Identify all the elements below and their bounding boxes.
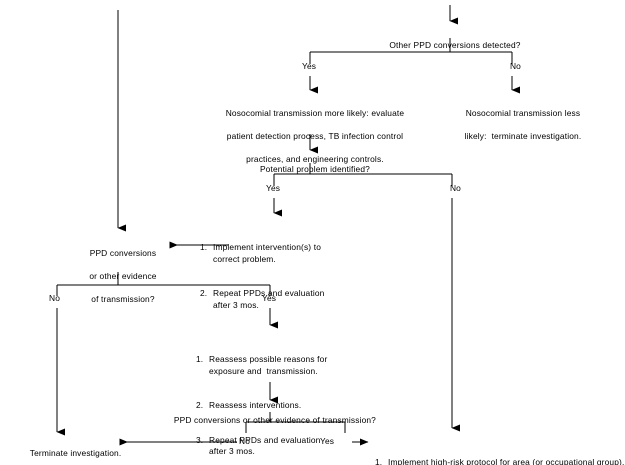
node-text: PPD conversions or other evidence of tra… — [173, 414, 377, 425]
list-item-line-1: Repeat PPDs and evaluation — [213, 288, 325, 298]
node-text-line-2: patient detection process, TB infection … — [226, 130, 404, 141]
node-terminate-investigation: Terminate investigation. — [20, 436, 121, 465]
node-text-line-3: practices, and engineering controls. — [246, 153, 384, 164]
node-nosocomial-transmission-less-likely: Nosocomial transmission less likely: ter… — [455, 96, 582, 154]
list-item-line-2: correct problem. — [213, 253, 276, 264]
list-item-line-1: Reassess interventions. — [209, 400, 302, 410]
node-text-line-1: Nosocomial transmission more likely: eva… — [225, 107, 405, 118]
node-other-ppd-conversions-detected: Other PPD conversions detected? — [379, 28, 520, 63]
list-item: 2. Reassess interventions. — [196, 400, 327, 412]
list-item-line-2: exposure and transmission. — [209, 365, 318, 376]
list-item-line-2: after 3 mos. — [213, 299, 260, 310]
list-item-line-1: Implement intervention(s) to — [213, 242, 321, 252]
node-ppd-conversions-or-other-evidence-2: PPD conversions or other evidence of tra… — [164, 403, 376, 438]
node-text-line-1: PPD conversions — [89, 247, 157, 258]
branch-label-d4-yes: Yes — [320, 436, 335, 446]
list-item-line-1: Implement high-risk protocol for area (o… — [388, 457, 625, 465]
node-text-line-2: or other evidence — [89, 270, 157, 281]
list-number: 1. — [200, 242, 208, 252]
list-number: 2. — [196, 400, 204, 410]
node-text-line-1: Nosocomial transmission less — [465, 107, 581, 118]
list-item-line-1: Repeat PPDs and evaluation — [209, 434, 321, 445]
node-text: Terminate investigation. — [29, 447, 122, 458]
node-ppd-conversions-or-other-evidence: PPD conversions or other evidence of tra… — [79, 236, 156, 317]
node-nosocomial-transmission-more-likely: Nosocomial transmission more likely: eva… — [216, 96, 404, 177]
list-number: 3. — [196, 434, 204, 445]
branch-label-d2-yes: Yes — [266, 183, 281, 193]
node-text-line-3: of transmission? — [91, 293, 155, 304]
list-item-line-2: after 3 mos. — [209, 446, 256, 456]
list-number: 1. — [196, 354, 204, 364]
branch-label-d4-no: No — [239, 436, 251, 446]
node-potential-problem-identified: Potential problem identified? — [250, 152, 370, 187]
list-number: 2. — [200, 288, 208, 298]
branch-label-d1-yes: Yes — [302, 61, 317, 71]
node-text: Other PPD conversions detected? — [389, 39, 521, 50]
branch-label-d3-yes: Yes — [262, 293, 277, 303]
node-text: Potential problem identified? — [259, 163, 370, 174]
node-implement-high-risk-protocol: 1. Implement high-risk protocol for area … — [375, 434, 624, 465]
branch-label-d2-no: No — [449, 183, 461, 193]
list-item-line-1: Reassess possible reasons for — [209, 354, 328, 364]
list-item: 1. Implement high-risk protocol for area … — [375, 457, 624, 465]
branch-label-d3-no: No — [49, 293, 61, 303]
node-text-line-2: likely: terminate investigation. — [464, 130, 582, 141]
list-number: 1. — [375, 457, 383, 465]
branch-label-d1-no: No — [509, 61, 521, 71]
